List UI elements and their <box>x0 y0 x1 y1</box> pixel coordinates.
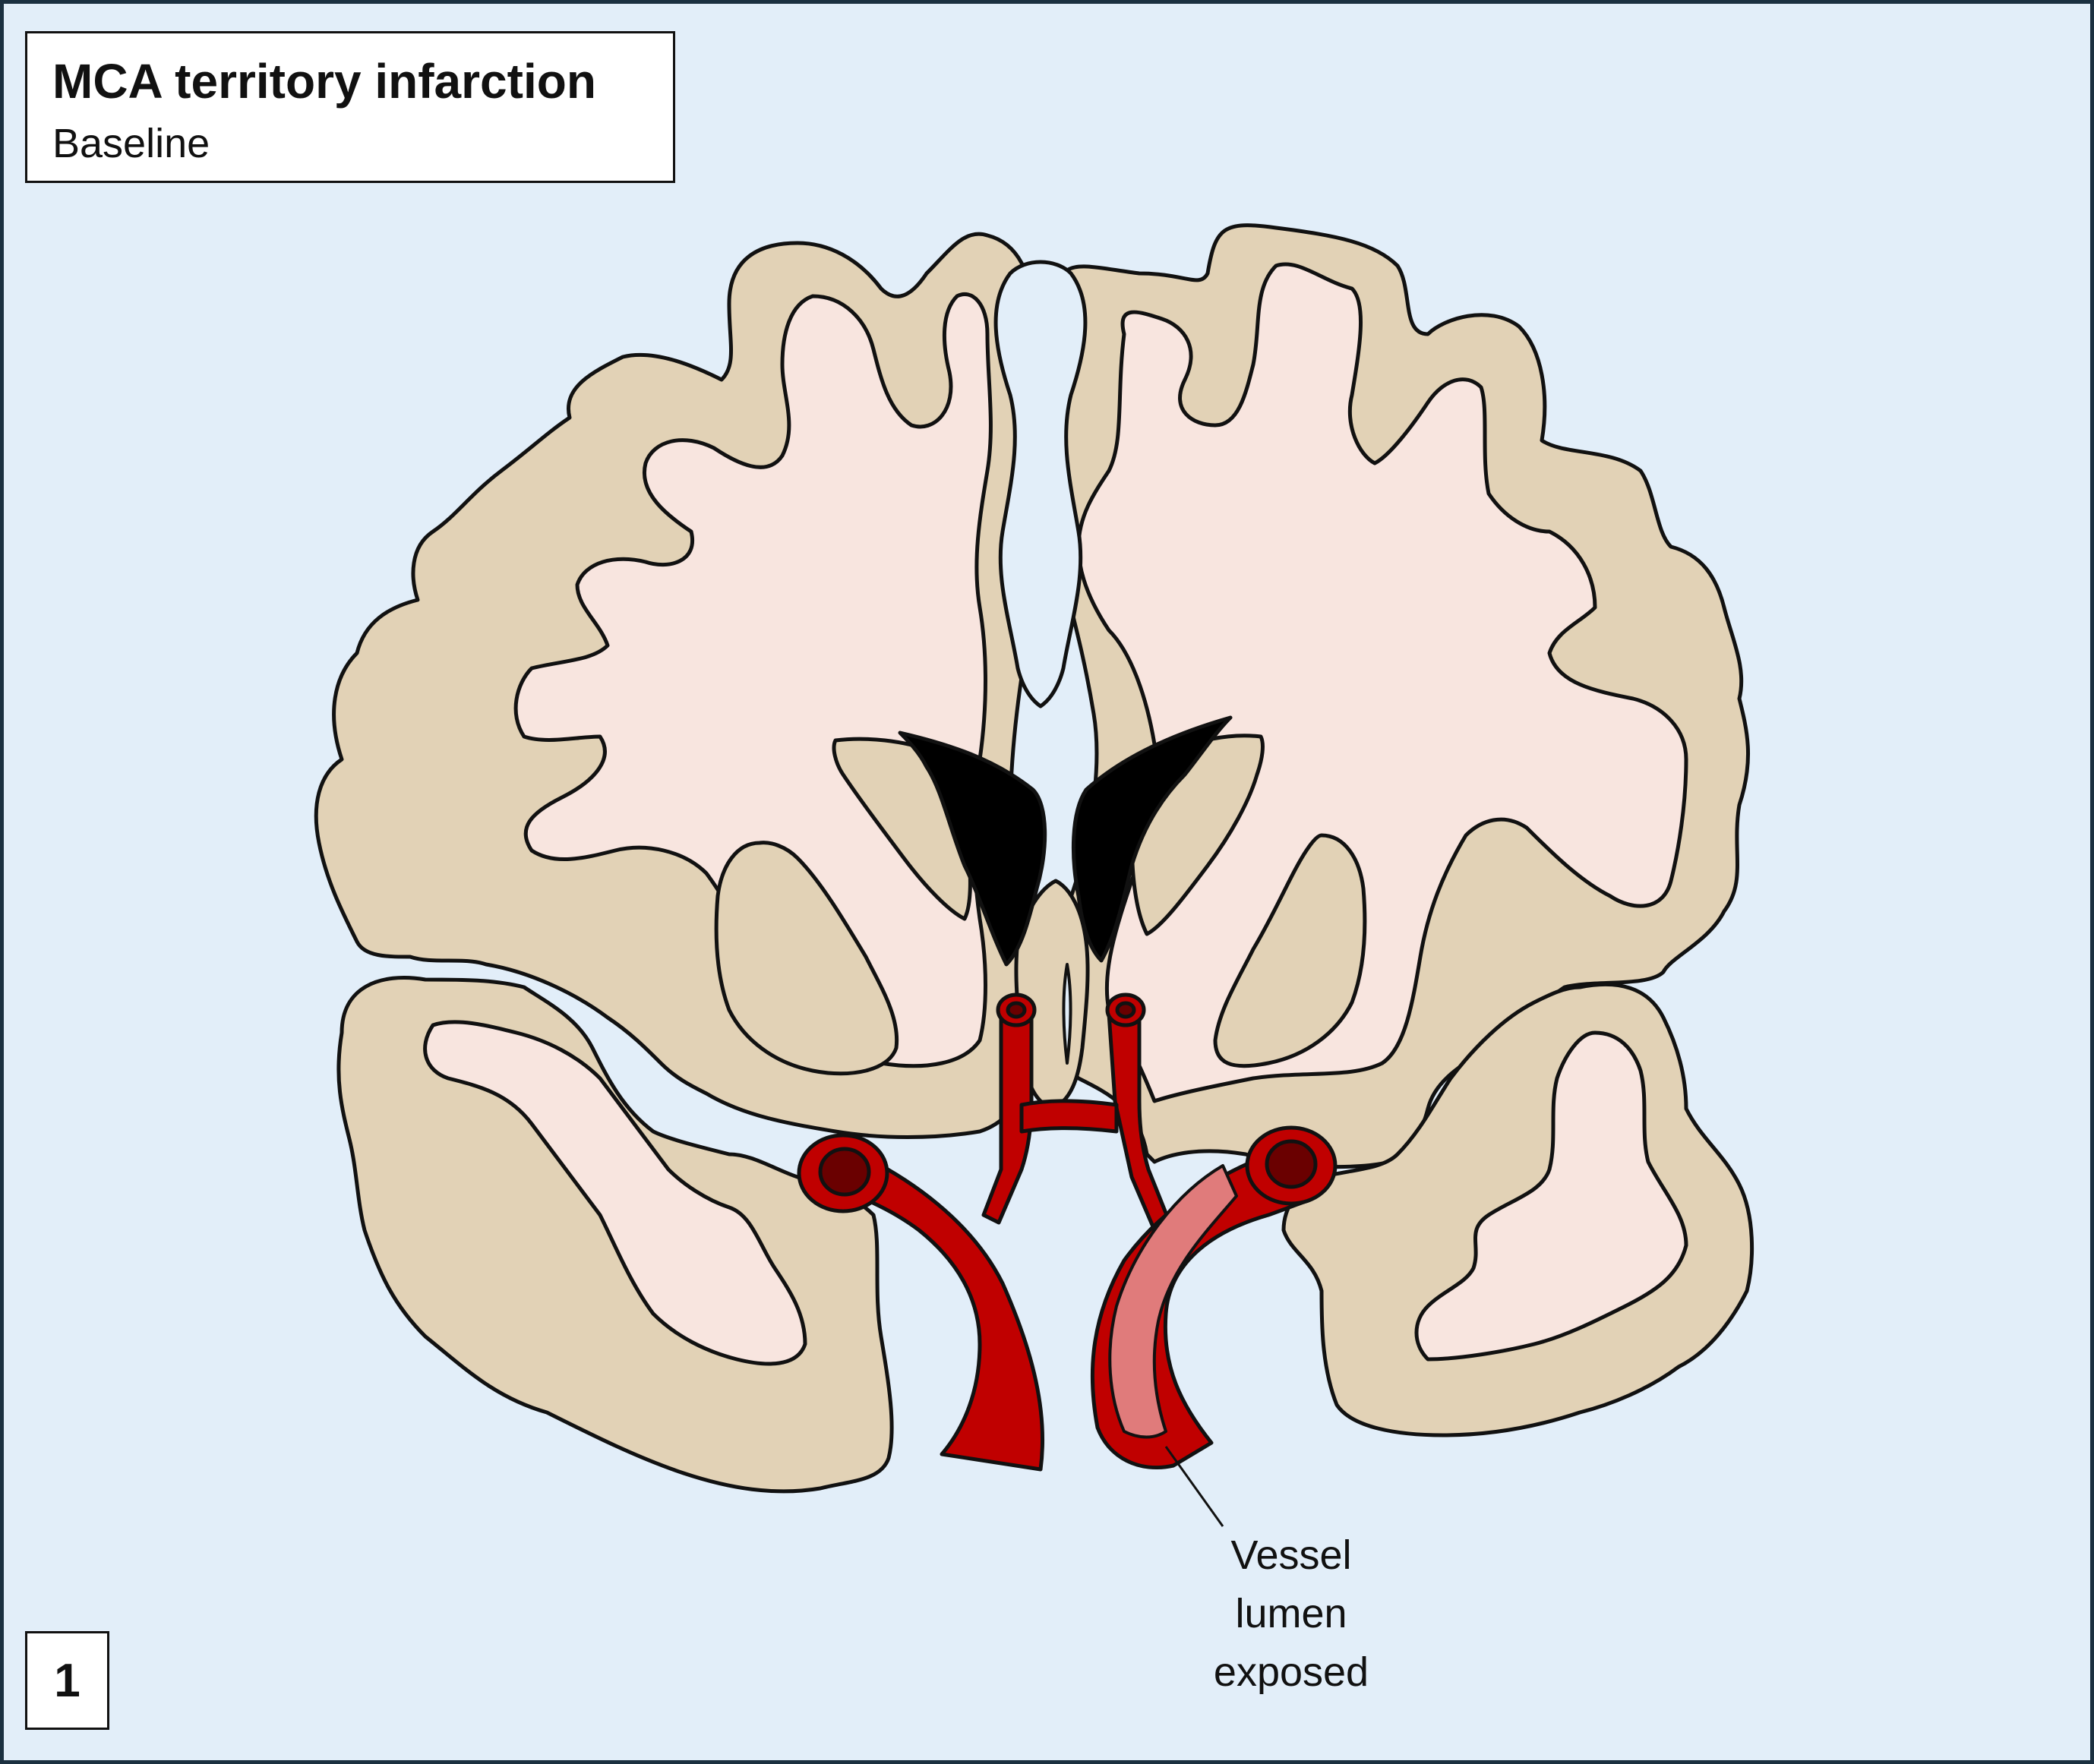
left-mca-lumen <box>818 1147 871 1197</box>
left-carotid-artery <box>826 1144 1045 1472</box>
panel-number: 1 <box>54 1654 81 1707</box>
right-temporal-white-matter <box>1414 1030 1688 1362</box>
figure-subtitle: Baseline <box>52 121 210 166</box>
anterior-communicating-artery <box>1019 1099 1119 1134</box>
callout-leader-line <box>1164 1446 1224 1527</box>
left-lateral-ventricle <box>898 731 1047 967</box>
right-hemisphere-white-matter <box>1076 262 1688 1103</box>
left-temporal-white-matter <box>423 1020 807 1366</box>
right-aca-lumen <box>1115 1001 1136 1019</box>
right-basal-ganglia <box>1213 833 1367 1068</box>
figure-title: MCA territory infarction <box>52 54 596 109</box>
left-anterior-cerebral-artery <box>981 1011 1034 1225</box>
callout-line-1: Vessel <box>1230 1532 1352 1578</box>
right-mca-lumen <box>1265 1139 1318 1189</box>
midline-cleft <box>1062 963 1072 1065</box>
vessel-lumen-callout: Vessel lumen exposed <box>1185 1526 1398 1702</box>
interhemispheric-fissure <box>993 260 1088 708</box>
left-basal-ganglia <box>714 841 899 1076</box>
right-carotid-exposed-lumen <box>1108 1164 1238 1439</box>
callout-line-2: lumen <box>1235 1591 1347 1636</box>
callout-line-3: exposed <box>1213 1649 1369 1695</box>
title-box: MCA territory infarction Baseline <box>25 31 675 183</box>
left-aca-lumen <box>1006 1001 1027 1019</box>
panel-number-box: 1 <box>25 1631 109 1730</box>
left-hemisphere-white-matter <box>513 292 993 1068</box>
right-lateral-ventricle <box>1071 715 1233 963</box>
